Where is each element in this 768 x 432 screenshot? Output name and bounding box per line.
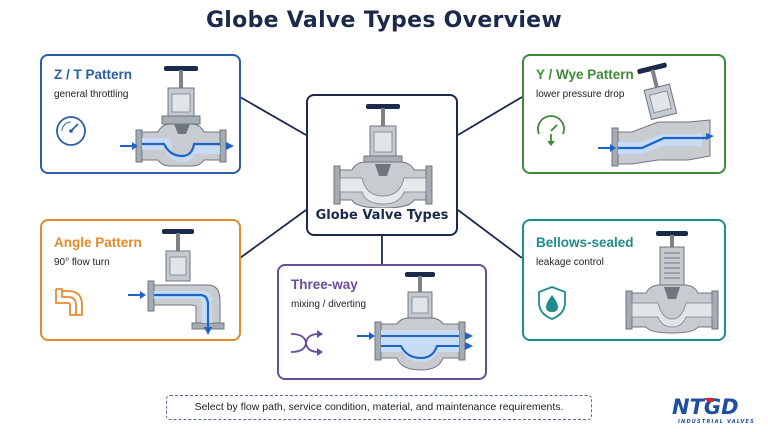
logo-tagline: INDUSTRIAL VALVES (678, 419, 755, 425)
gauge-down-arrow-icon (537, 115, 565, 146)
z-pattern-valve-illustration (120, 66, 234, 167)
page-title: Globe Valve Types Overview (205, 8, 563, 33)
gauge-icon (56, 116, 86, 146)
angle-valve-illustration (128, 229, 225, 335)
card-subtitle: lower pressure drop (536, 89, 625, 100)
card-subtitle: general throttling (54, 89, 129, 100)
card-subtitle: 90° flow turn (54, 257, 110, 268)
footer-note: Select by flow path, service condition, … (166, 395, 592, 420)
card-title: Three-way (291, 277, 358, 292)
card-title: Bellows-sealed (536, 235, 634, 250)
center-hub[interactable]: Globe Valve Types (306, 94, 458, 236)
y-pattern-valve-illustration (598, 62, 714, 167)
angle-pipe-icon (55, 288, 83, 316)
card-y-wye-pattern[interactable]: Y / Wye Pattern lower pressure drop (522, 54, 726, 174)
card-three-way[interactable]: Three-way mixing / diverting (277, 264, 487, 380)
shield-drop-icon (538, 286, 566, 320)
card-bellows-sealed[interactable]: Bellows-sealed leakage control (522, 219, 726, 341)
ntgd-logo: NTGD INDUSTRIAL VALVES (672, 395, 755, 425)
crossing-arrows-icon (290, 330, 323, 356)
globe-valve-illustration (333, 104, 433, 208)
card-title: Y / Wye Pattern (536, 67, 634, 82)
card-title: Z / T Pattern (54, 67, 133, 82)
card-subtitle: mixing / diverting (291, 299, 367, 310)
card-subtitle: leakage control (536, 257, 604, 268)
card-z-t-pattern[interactable]: Z / T Pattern general throttling (40, 54, 241, 174)
bellows-valve-illustration (625, 231, 719, 334)
three-way-valve-illustration (357, 272, 473, 371)
card-angle-pattern[interactable]: Angle Pattern 90° flow turn (40, 219, 241, 341)
center-label: Globe Valve Types (315, 208, 449, 223)
card-title: Angle Pattern (54, 235, 142, 250)
